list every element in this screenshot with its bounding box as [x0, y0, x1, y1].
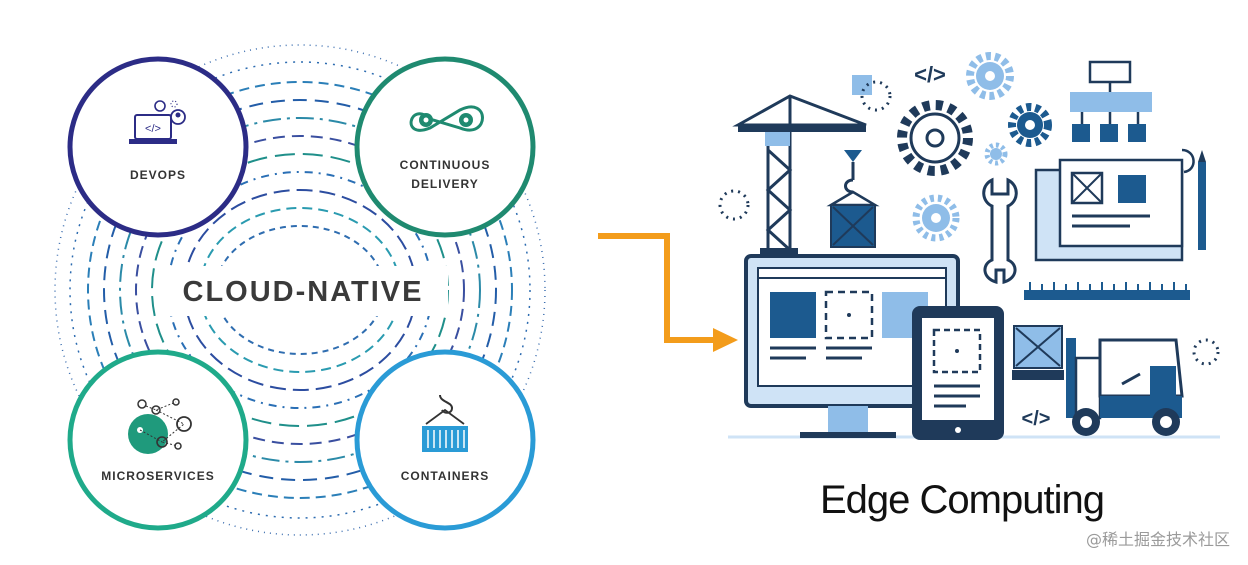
dotted-circle-icon — [718, 189, 750, 221]
devops-icon: </> — [129, 100, 186, 144]
edge-computing-illustration: </> — [718, 52, 1220, 440]
network-nodes-icon — [128, 398, 192, 454]
continuous-delivery-node: CONTINUOUS DELIVERY — [354, 56, 536, 238]
dotted-circle-icon — [1192, 338, 1220, 366]
connector-arrow — [598, 233, 738, 352]
gear-icon-light — [966, 52, 1014, 100]
continuous-delivery-label-line1: CONTINUOUS — [400, 158, 491, 172]
code-icon: </> — [914, 62, 946, 87]
containers-label: CONTAINERS — [401, 469, 489, 483]
devops-node: </> DEVOPS — [67, 56, 249, 238]
shipping-container-icon — [422, 394, 468, 452]
microservices-node: MICROSERVICES — [67, 349, 249, 531]
edge-computing-caption: Edge Computing — [820, 478, 1105, 522]
containers-node: CONTAINERS — [354, 349, 536, 531]
gear-icon-pale — [912, 194, 960, 242]
watermark: @稀土掘金技术社区 — [1085, 530, 1230, 549]
code-icon: </> — [1022, 408, 1051, 430]
continuous-delivery-label-line2: DELIVERY — [411, 177, 479, 191]
tablet-icon — [912, 306, 1004, 440]
svg-text:</>: </> — [145, 123, 161, 135]
gear-icon-dark — [1008, 103, 1052, 147]
dotted-circle-icon — [860, 80, 892, 112]
devops-label: DEVOPS — [130, 168, 186, 182]
wrench-icon — [982, 177, 1018, 284]
title-backdrop — [158, 266, 448, 316]
crate-icon — [1012, 325, 1064, 380]
infinity-gears-icon — [409, 105, 484, 132]
cloud-native-title: CLOUD-NATIVE — [183, 276, 424, 308]
forklift-icon — [1066, 338, 1184, 436]
org-chart-icon — [1070, 60, 1152, 142]
crane-icon — [732, 94, 880, 256]
gear-icon-large — [897, 100, 973, 176]
ruler-icon — [1024, 282, 1190, 300]
gear-icon-small — [984, 142, 1008, 166]
small-square-icon — [852, 75, 872, 95]
blueprint-document-icon — [1034, 148, 1206, 262]
microservices-label: MICROSERVICES — [101, 469, 214, 483]
